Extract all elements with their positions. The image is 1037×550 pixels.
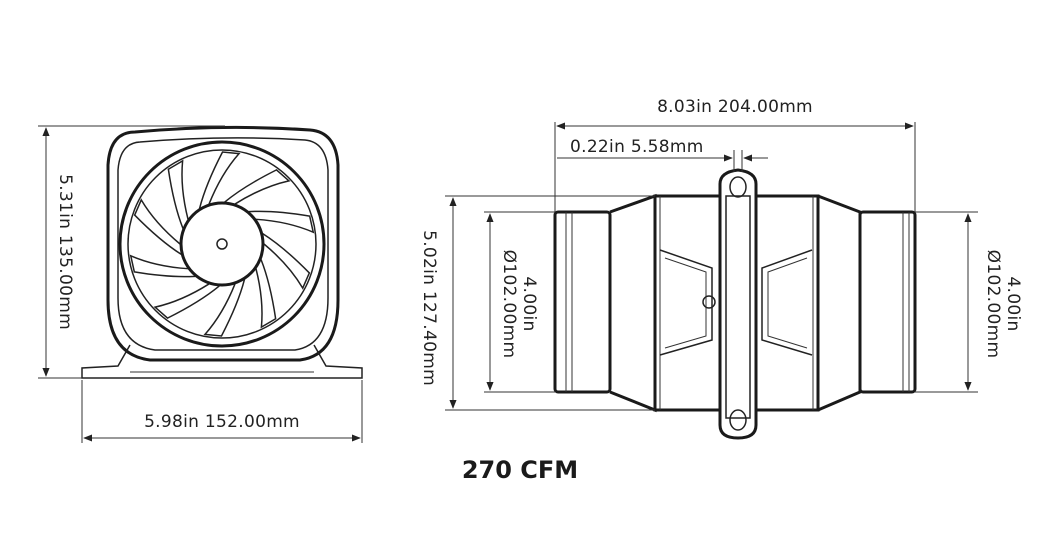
side-body-right [754,194,820,412]
side-right-taper [817,194,862,412]
side-left-louvre [659,249,713,356]
fan-blade [224,168,291,205]
side-right-collar [858,210,917,394]
fan-hub-center [216,238,228,250]
fan-blade [153,283,220,320]
fan-blade [129,254,196,278]
front-housing-outer [106,125,340,362]
fan-blade [255,259,277,329]
fan-blade [248,210,315,234]
side-body-height-label: 5.02in 127.40mm [419,230,439,386]
side-left-taper [609,193,657,413]
front-housing-inner [117,137,329,351]
side-center-flange [718,168,758,440]
cfm-rating: 270 CFM [462,456,578,484]
flange-bottom-hole [729,409,747,431]
front-height-label: 5.31in 135.00mm [55,174,75,330]
fan-blade [198,151,241,209]
front-view: 5.31in 135.00mm 5.98in 152.00mm [38,125,363,443]
side-right-diameter-label: 4.00inØ102.00mm [983,250,1023,359]
side-body-left [653,194,722,412]
side-flange-label: 0.22in 5.58mm [570,137,704,157]
side-left-diameter-label: 4.00inØ102.00mm [499,250,539,359]
side-view: 8.03in 204.00mm 0.22in 5.58mm 5.02in 127… [419,97,1023,440]
fan-blade [133,198,182,256]
fan-blade [262,232,311,290]
side-left-collar [553,210,612,394]
front-width-label: 5.98in 152.00mm [144,412,300,432]
front-ring-inner [127,149,317,339]
front-base-left-foot [81,344,138,379]
front-base-right-foot [306,344,363,379]
flange-top-hole [729,176,747,198]
fan-blade [167,159,189,229]
side-length-label: 8.03in 204.00mm [657,97,813,117]
flange-center-bolt [702,295,716,309]
front-ring-outer [118,140,326,348]
fan-hub [179,201,265,287]
fan-blade [203,279,246,337]
side-right-louvre [761,249,813,356]
fan-blades [129,151,315,337]
